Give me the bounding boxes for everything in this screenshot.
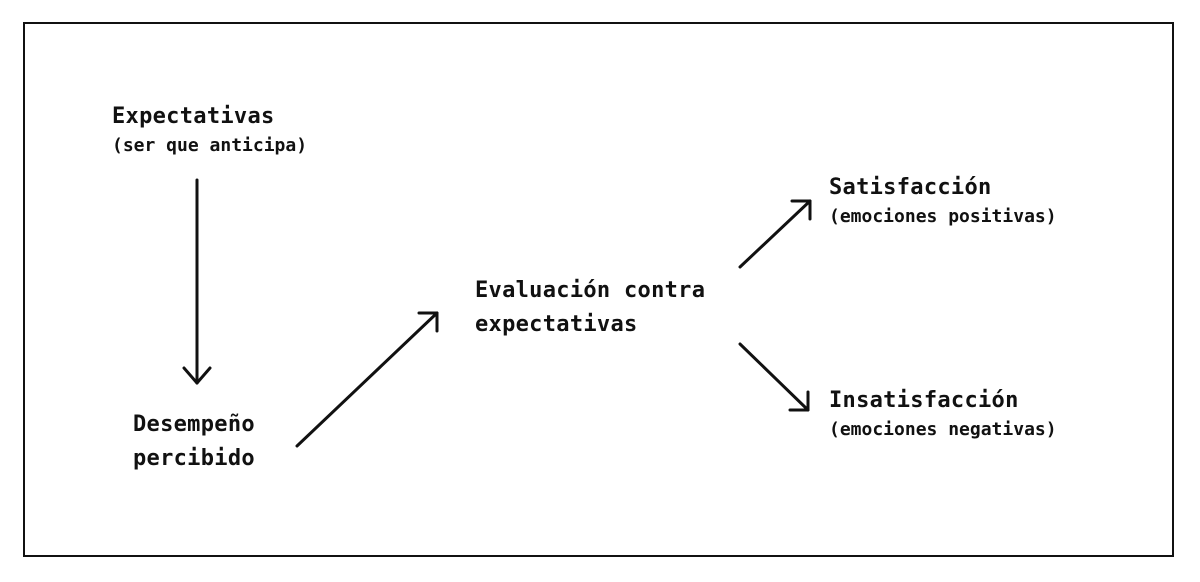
node-insatisfaccion: Insatisfacción (emociones negativas) bbox=[829, 384, 1057, 442]
node-insatisfaccion-subtitle: (emociones negativas) bbox=[829, 419, 1057, 440]
arrow-evaluacion-to-satisfaccion bbox=[738, 199, 812, 269]
node-satisfaccion: Satisfacción (emociones positivas) bbox=[829, 171, 1057, 229]
node-insatisfaccion-title: Insatisfacción bbox=[829, 388, 1019, 413]
node-evaluacion: Evaluación contra expectativas bbox=[475, 274, 705, 342]
node-expectativas-title: Expectativas bbox=[112, 104, 275, 129]
diagram-frame bbox=[23, 22, 1174, 557]
arrow-expectativas-to-desempeno bbox=[182, 178, 212, 385]
node-expectativas-subtitle: (ser que anticipa) bbox=[112, 135, 308, 156]
node-satisfaccion-title: Satisfacción bbox=[829, 175, 992, 200]
arrow-evaluacion-to-insatisfaccion bbox=[738, 342, 810, 412]
node-desempeno: Desempeño percibido bbox=[133, 408, 255, 476]
node-expectativas: Expectativas (ser que anticipa) bbox=[112, 100, 307, 158]
node-desempeno-line1: Desempeño bbox=[133, 412, 255, 437]
node-evaluacion-line1: Evaluación contra bbox=[475, 278, 706, 303]
node-evaluacion-line2: expectativas bbox=[475, 312, 638, 337]
node-satisfaccion-subtitle: (emociones positivas) bbox=[829, 206, 1057, 227]
node-desempeno-line2: percibido bbox=[133, 446, 255, 471]
arrow-desempeno-to-evaluacion bbox=[295, 311, 439, 448]
